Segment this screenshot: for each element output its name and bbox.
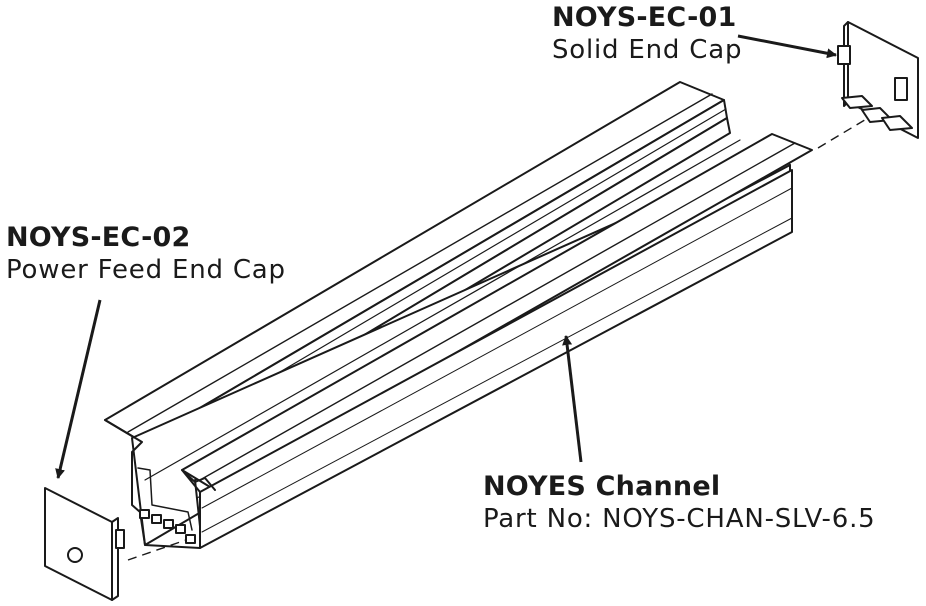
- channel-name: NOYES Channel: [483, 471, 721, 502]
- power-feed-end-cap-description: Power Feed End Cap: [6, 255, 286, 285]
- power-feed-end-cap-part-number: NOYS-EC-02: [6, 222, 191, 253]
- power-feed-end-cap-callout: NOYS-EC-02 Power Feed End Cap: [6, 222, 286, 286]
- end-cap-clip: [841, 95, 873, 109]
- power-feed-hole-icon: [67, 547, 83, 563]
- channel-part-number: Part No: NOYS-CHAN-SLV-6.5: [483, 504, 876, 534]
- channel-callout: NOYES Channel Part No: NOYS-CHAN-SLV-6.5: [483, 471, 875, 535]
- leader-arrow-channel: [562, 335, 583, 463]
- alignment-line: [817, 117, 869, 149]
- channel-extrusion: [104, 81, 813, 549]
- leader-arrow-solid-end-cap: [737, 34, 837, 59]
- end-cap-clip: [881, 115, 913, 131]
- channel-end-profile: [104, 419, 216, 549]
- solid-end-cap-description: Solid End Cap: [552, 35, 743, 65]
- channel-bottom-notches: [139, 509, 196, 544]
- alignment-line: [127, 539, 187, 561]
- end-cap-tab: [894, 77, 908, 101]
- power-feed-end-cap: [44, 487, 125, 601]
- leader-arrow-power-feed-end-cap: [55, 299, 102, 479]
- solid-end-cap: [837, 21, 919, 139]
- solid-end-cap-part-number: NOYS-EC-01: [552, 2, 737, 33]
- end-cap-tab: [837, 45, 851, 65]
- solid-end-cap-callout: NOYS-EC-01 Solid End Cap: [552, 2, 742, 66]
